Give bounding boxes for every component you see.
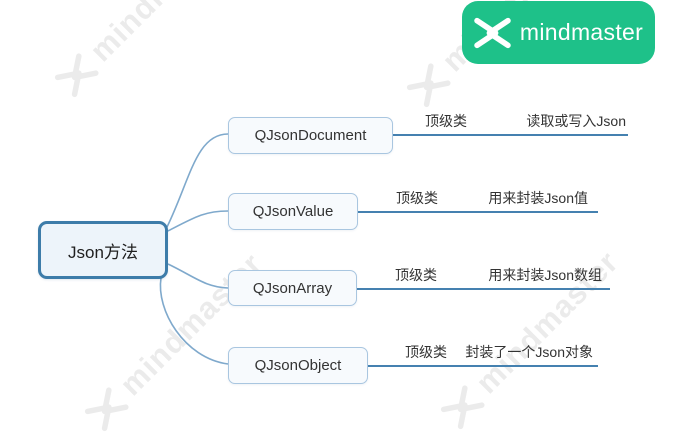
branch-note[interactable]: 读取或写入Json xyxy=(526,113,626,129)
branch-tag[interactable]: 顶级类 xyxy=(405,344,447,360)
topic-node-qjsondocument[interactable]: QJsonDocument xyxy=(228,117,393,154)
watermark: mindmaster xyxy=(51,0,240,101)
topic-label: QJsonObject xyxy=(254,357,342,374)
branch-line-qjsondocument: 顶级类 读取或写入Json xyxy=(393,110,628,136)
branch-tag[interactable]: 顶级类 xyxy=(395,267,437,283)
root-topic-node[interactable]: Json方法 xyxy=(38,221,168,279)
branch-line-qjsonvalue: 顶级类 用来封装Json值 xyxy=(358,187,598,213)
watermark: mindmaster xyxy=(81,246,270,435)
watermark: mindmaster xyxy=(403,0,592,111)
topic-label: QJsonArray xyxy=(252,279,333,297)
mindmaster-bowtie-icon xyxy=(406,63,451,108)
branch-tag[interactable]: 顶级类 xyxy=(396,190,438,206)
watermark-text: mindmaster xyxy=(83,0,240,69)
branch-note[interactable]: 用来封装Json数组 xyxy=(488,267,602,283)
topic-node-qjsonvalue[interactable]: QJsonValue xyxy=(228,193,358,230)
branch-line-qjsonobject: 顶级类 封装了一个Json对象 xyxy=(367,341,598,367)
branch-tag[interactable]: 顶级类 xyxy=(425,113,467,129)
mindmaster-brand-badge: mindmaster xyxy=(462,1,655,64)
mindmaster-bowtie-icon xyxy=(84,387,129,432)
mindmap-canvas: mindmaster mindmaster mindmaster mindmas… xyxy=(38,0,655,432)
connector-line xyxy=(167,210,229,232)
branch-line-qjsonarray: 顶级类 用来封装Json数组 xyxy=(357,264,610,290)
brand-badge-label: mindmaster xyxy=(519,19,644,45)
topic-label: QJsonDocument xyxy=(254,127,367,144)
mindmaster-bowtie-icon xyxy=(474,17,511,48)
branch-note[interactable]: 用来封装Json值 xyxy=(488,190,588,206)
mindmaster-bowtie-icon xyxy=(440,385,485,430)
watermark: mindmaster xyxy=(437,244,626,433)
branch-note[interactable]: 封装了一个Json对象 xyxy=(465,344,593,360)
connector-line xyxy=(166,133,229,228)
root-topic-label: Json方法 xyxy=(68,242,138,262)
mindmaster-bowtie-icon xyxy=(54,53,99,98)
topic-node-qjsonobject[interactable]: QJsonObject xyxy=(228,347,368,384)
topic-label: QJsonValue xyxy=(252,203,334,220)
topic-node-qjsonarray[interactable]: QJsonArray xyxy=(228,270,357,306)
